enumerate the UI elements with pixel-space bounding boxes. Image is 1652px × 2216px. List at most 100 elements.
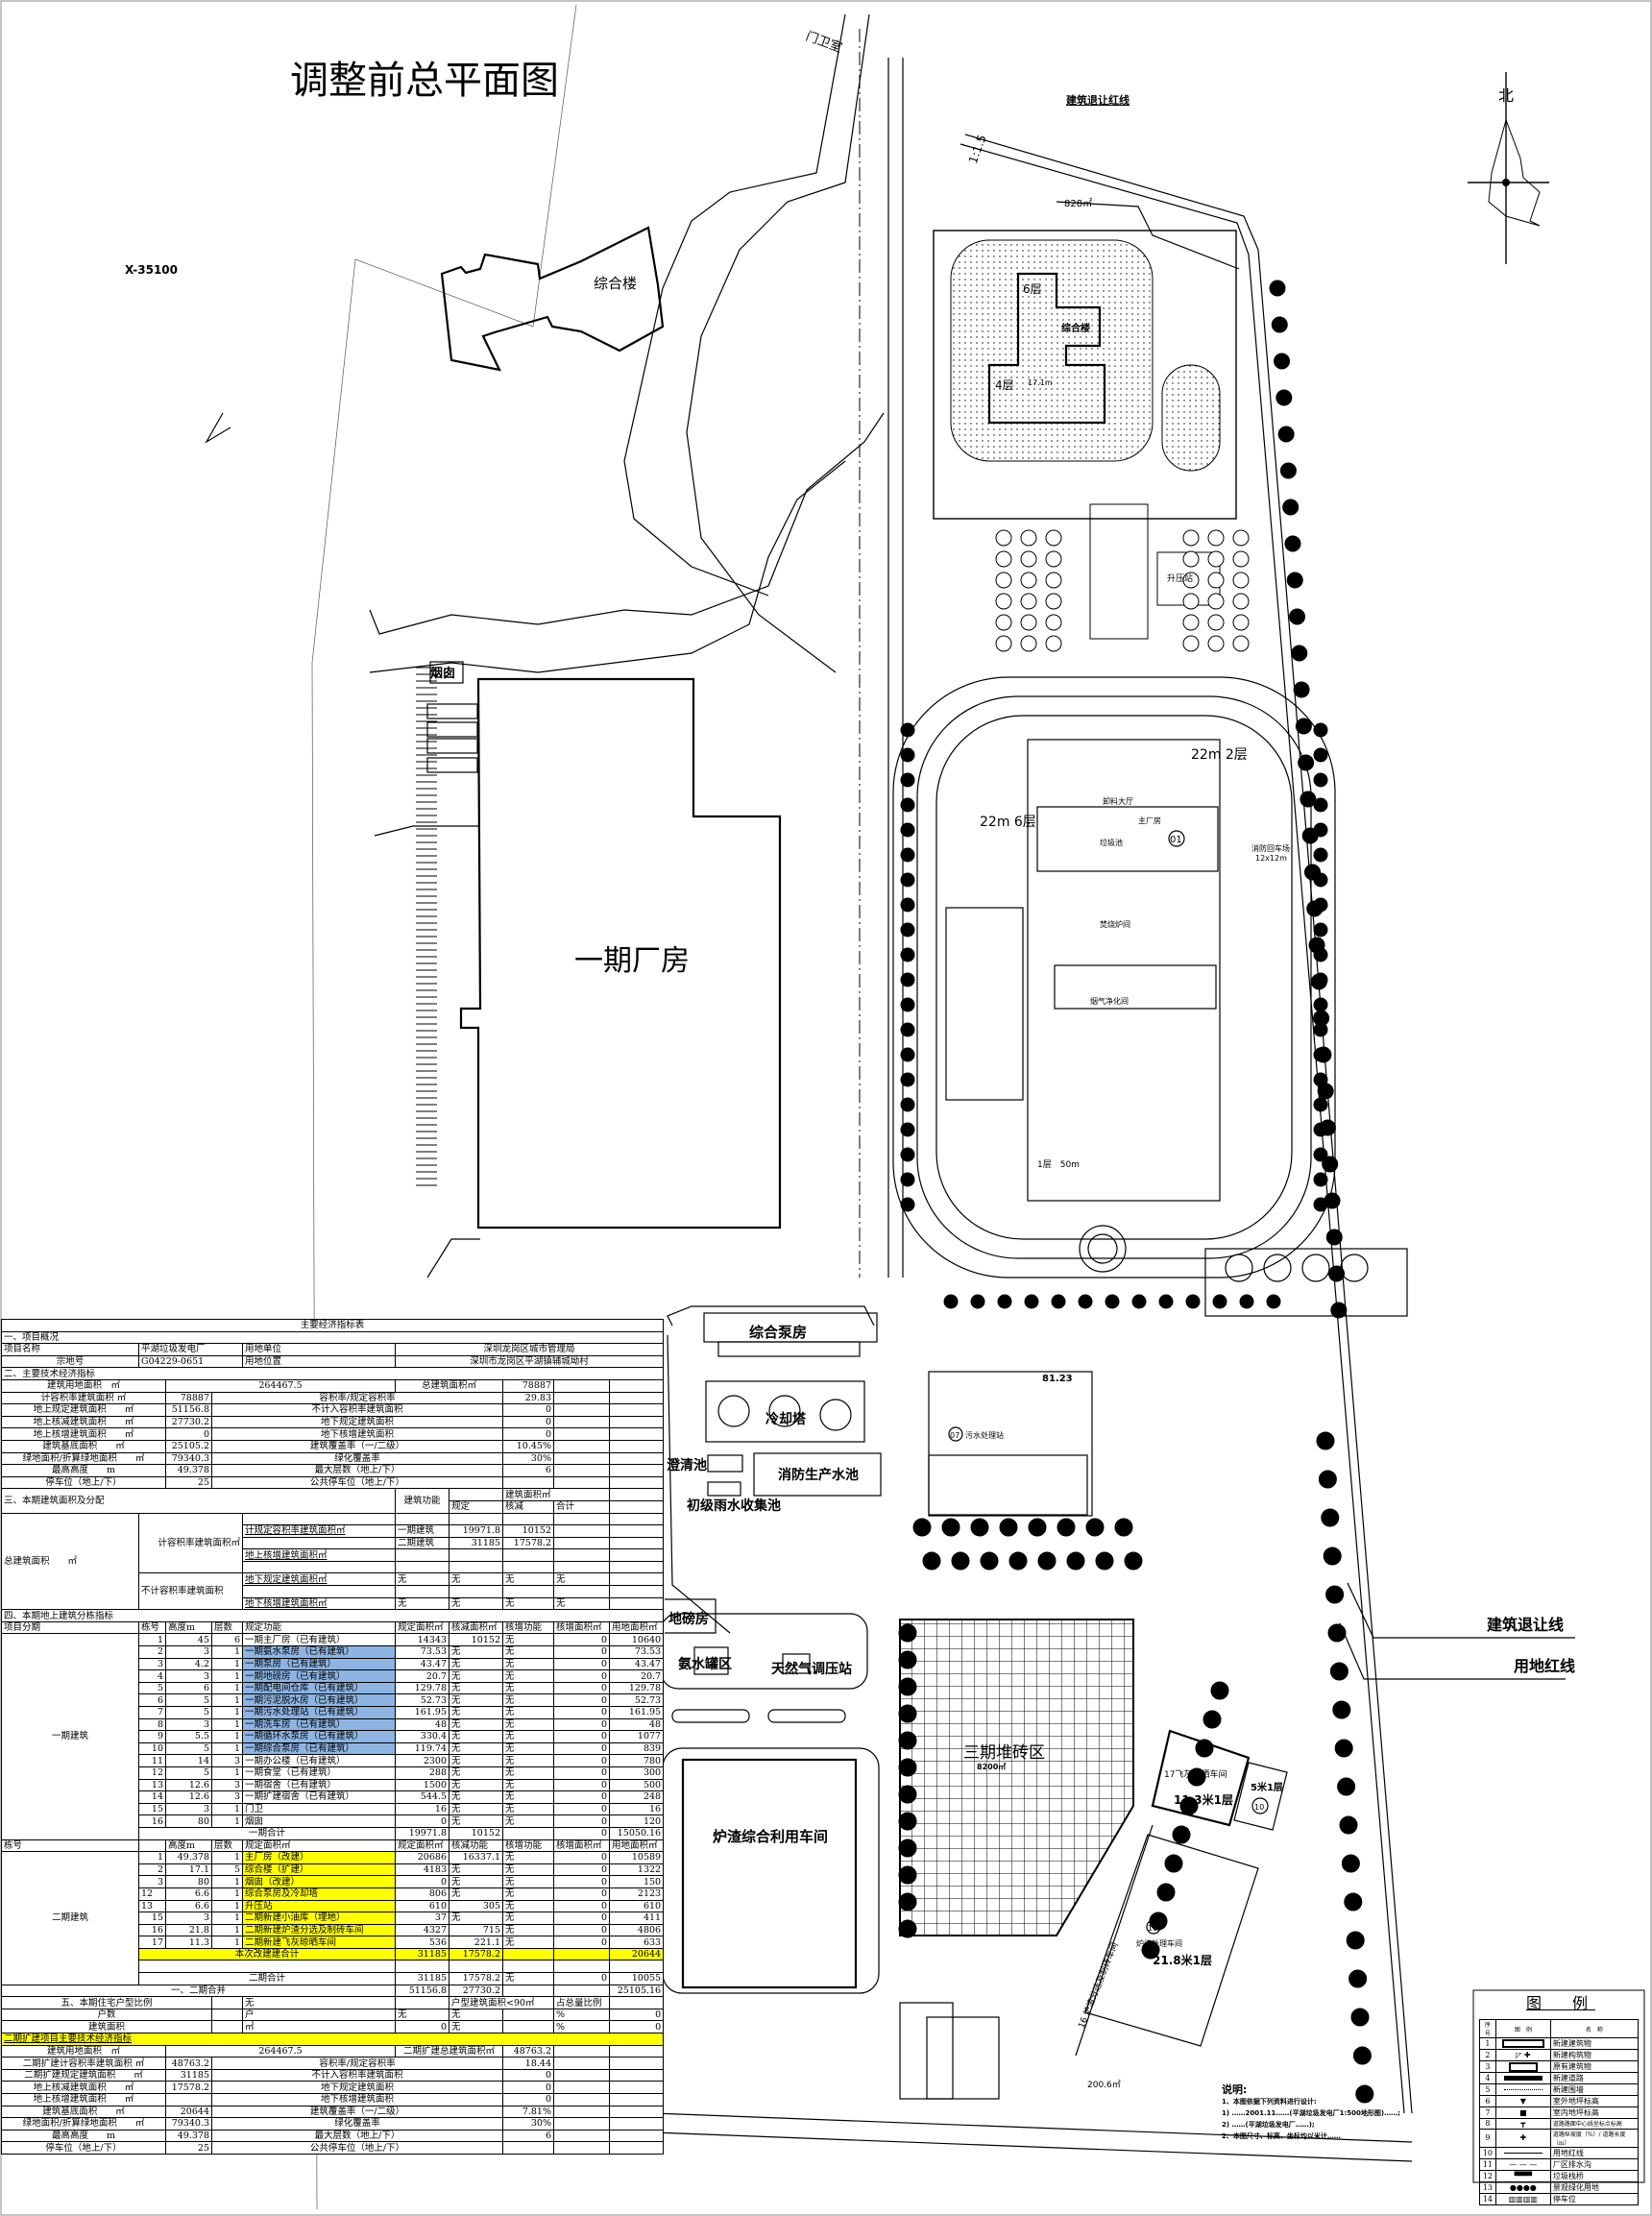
table-cell: 20.7: [395, 1669, 449, 1683]
table-row: 项目名称平湖垃圾发电厂用地单位深圳龙岗区城市管理局: [1, 1343, 665, 1356]
table-cell: [608, 2129, 665, 2143]
legend-name: 室外地坪标高: [1549, 2095, 1640, 2107]
table-cell: [608, 1536, 665, 1550]
tree-icon: [980, 1551, 999, 1571]
tree-icon: [1308, 937, 1325, 954]
tree-icon: [1322, 1156, 1339, 1173]
table-cell: 4: [138, 1669, 166, 1683]
table-cell: 0: [608, 2008, 665, 2022]
tree-icon: [1045, 593, 1062, 610]
table-cell: [553, 2105, 610, 2119]
table-cell: 一期氨水泵房（已有建筑）: [242, 1645, 396, 1659]
table-cell: 25105.16: [608, 1984, 665, 1998]
table-cell: 地上规定建筑面积 ㎡: [1, 1403, 166, 1417]
label-b10-no: 10: [1254, 1803, 1264, 1812]
table-cell: 地上核减建筑面积 ㎡: [1, 1415, 166, 1429]
tree-icon: [1350, 2008, 1370, 2027]
legend-symbol-icon: ■: [1494, 2106, 1551, 2119]
label-brick-area: 8200㎡: [977, 1762, 1006, 1771]
table-cell: 无: [502, 1645, 554, 1659]
tree-icon: [1313, 772, 1328, 788]
table-cell: 5: [211, 1863, 243, 1877]
table-cell: 无: [553, 1572, 610, 1587]
legend-name: 停车位: [1549, 2192, 1640, 2205]
table-cell: 31185: [449, 1536, 503, 1550]
table-cell: 78887: [502, 1378, 554, 1393]
table-cell: [502, 1512, 554, 1526]
table-cell: 16: [608, 1802, 665, 1816]
legend-no: 5: [1479, 2083, 1496, 2096]
table-cell: 最大层数（地上/下）: [211, 2129, 503, 2143]
tree-icon: [1313, 1010, 1330, 1027]
table-cell: 无: [449, 1717, 503, 1732]
tree-icon: [1078, 1294, 1093, 1309]
table-cell: [502, 1548, 554, 1562]
table-cell: 221.1: [449, 1936, 503, 1949]
column-header: 用地面积㎡: [608, 1839, 665, 1853]
table-cell: 综合楼（扩建）: [242, 1863, 396, 1877]
table-cell: 0: [502, 1427, 554, 1441]
table-cell: 用地单位: [242, 1343, 396, 1356]
table-cell: 43.47: [395, 1657, 449, 1671]
table-cell: 无: [502, 1596, 554, 1611]
table-cell: 地下核增建筑面积: [211, 2093, 503, 2106]
table-cell: 48: [608, 1717, 665, 1732]
label-garbage-pit: 垃圾池: [1100, 838, 1123, 847]
tree-icon: [1328, 1265, 1346, 1282]
table-cell: 0: [553, 1730, 610, 1743]
table-cell: [608, 1572, 665, 1587]
label-setback-red-line: 建筑退让红线: [1066, 93, 1130, 107]
table-cell: [502, 1826, 554, 1840]
section-title: 四、本期地上建筑分栋指标: [0, 1609, 665, 1622]
tree-icon: [898, 1865, 917, 1885]
table-cell: 深圳市龙岗区平湖镇辅城坳村: [394, 1354, 665, 1369]
table-cell: 73.53: [395, 1645, 449, 1659]
table-cell: 一期建筑: [395, 1524, 449, 1538]
legend-item: 13●●●●景观绿化用地: [1479, 2180, 1640, 2194]
table-cell: 21.8: [165, 1923, 212, 1937]
table-cell: 37: [395, 1912, 449, 1925]
tree-icon: [1323, 1546, 1342, 1566]
tree-icon: [1310, 973, 1327, 990]
tree-icon: [1321, 1508, 1340, 1527]
legend-name: 室内地坪标高: [1549, 2106, 1640, 2119]
table-cell: 门卫: [242, 1802, 396, 1816]
table-cell: [553, 2057, 610, 2070]
table-cell: 15: [138, 1912, 166, 1925]
table-cell: 1: [211, 1730, 243, 1743]
table-cell: 烟囱（改建）: [242, 1875, 396, 1888]
table-cell: 无: [502, 1899, 554, 1913]
table-cell: 12: [138, 1887, 166, 1901]
table-cell: [395, 1548, 449, 1562]
table-cell: 容积率/规定容积率: [211, 2057, 503, 2070]
table-cell: 二期建筑: [395, 1536, 449, 1550]
table-cell: 7.81%: [502, 2105, 554, 2119]
table-cell: [608, 1391, 665, 1405]
table-cell: 无: [502, 1572, 554, 1587]
table-cell: 0: [553, 1633, 610, 1647]
tree-icon: [912, 1518, 932, 1537]
legend-item: 6▼室外地坪标高: [1479, 2095, 1640, 2107]
table-cell: 地下核增建筑面积㎡: [242, 1596, 396, 1611]
table-cell: [608, 2044, 665, 2058]
tree-icon: [1301, 827, 1319, 844]
table-cell: [553, 1548, 610, 1562]
column-header: 层数: [211, 1620, 243, 1635]
tree-icon: [1182, 635, 1200, 652]
table-cell: [553, 2081, 610, 2094]
table-cell: 停车位（地上/下）: [1, 2141, 166, 2155]
table-cell: [395, 1560, 449, 1574]
table-cell: 建筑用地面积 ㎡: [1, 1378, 166, 1393]
brick-yard-grid: [899, 1619, 1134, 1936]
table-cell: 无: [502, 1972, 554, 1985]
table-cell: 二期新建飞灰晾晒车间: [242, 1936, 396, 1949]
label-phase1-plant: 一期厂房: [574, 944, 690, 978]
tree-icon: [898, 1919, 917, 1938]
label-fly-ash: 17飞灰晾晒车间: [1164, 1768, 1227, 1780]
